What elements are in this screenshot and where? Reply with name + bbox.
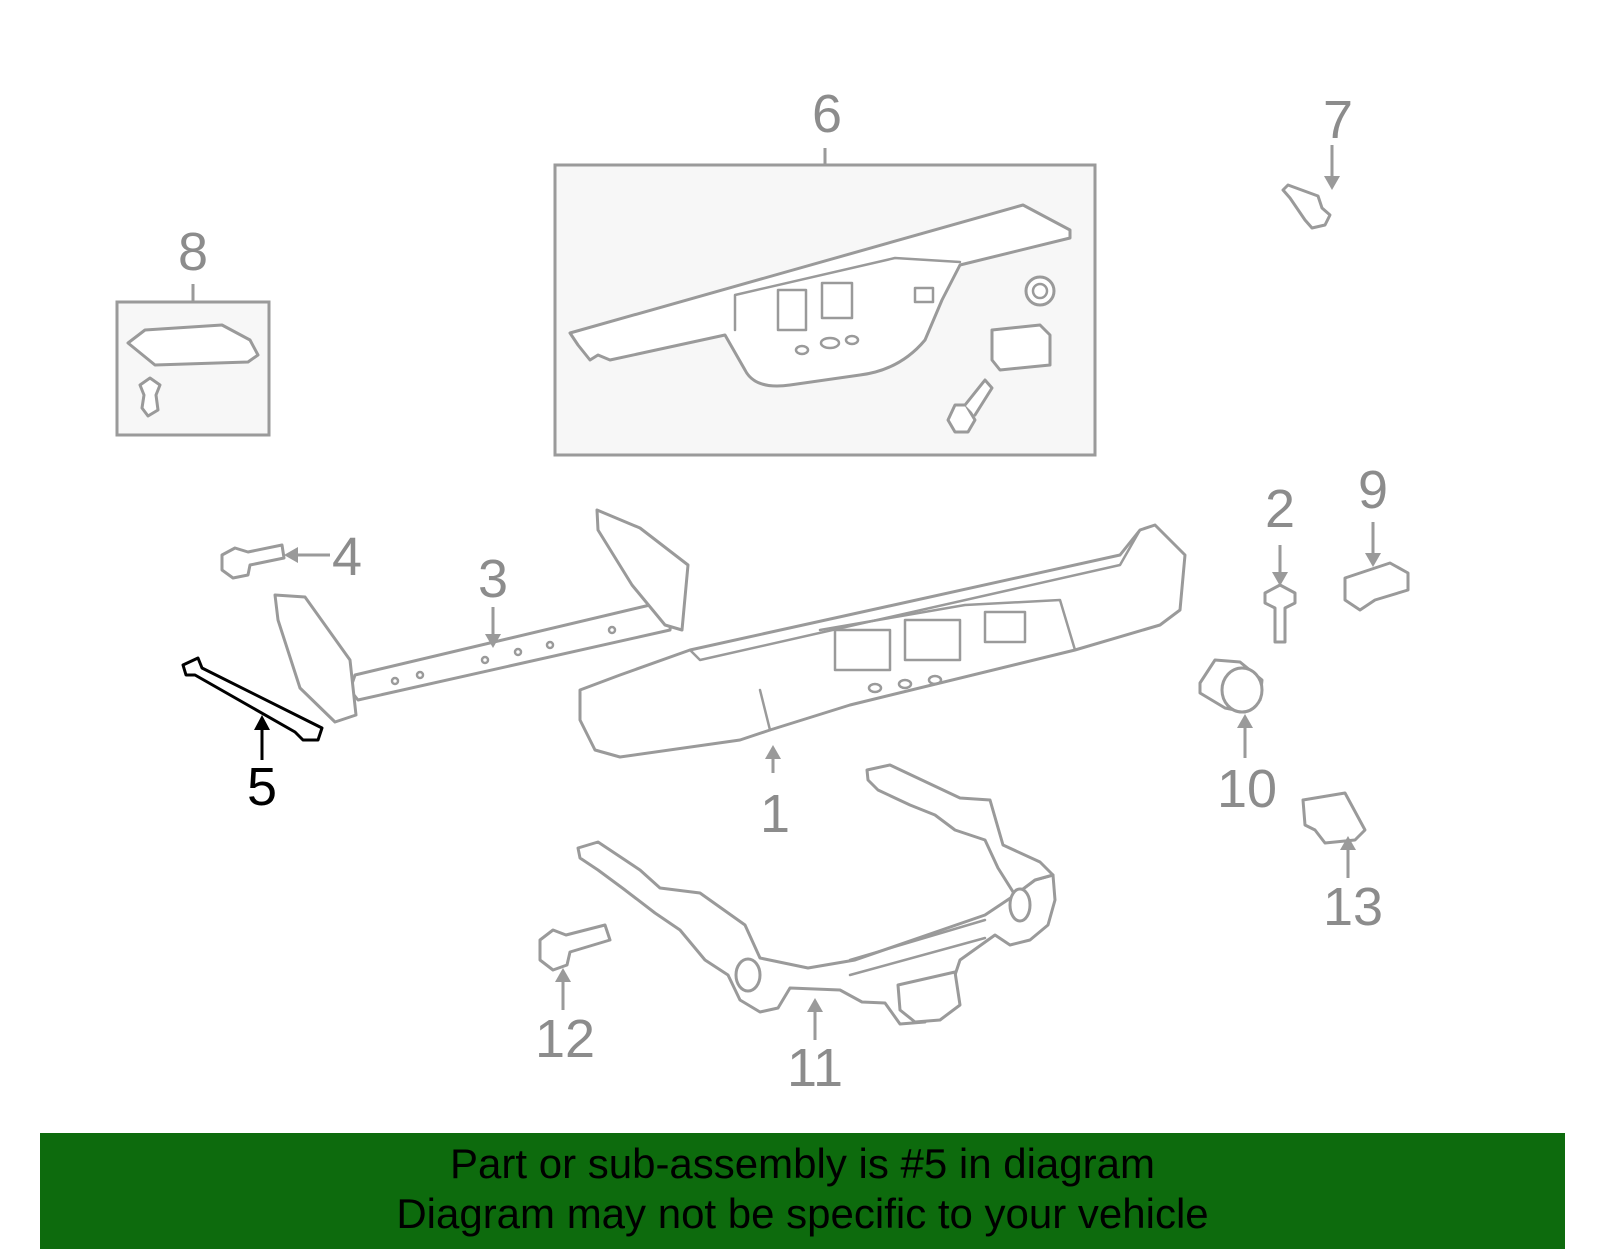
callout-9: 9	[1358, 460, 1388, 520]
part-3-reinforcement	[273, 508, 690, 724]
step-pad-8	[126, 323, 260, 367]
part-1-bumper	[578, 523, 1187, 759]
callout-13: 13	[1323, 877, 1383, 937]
bushing-10	[1198, 658, 1264, 714]
part-6-group	[553, 148, 1097, 457]
callout-5: 5	[247, 757, 277, 817]
callout-10: 10	[1217, 759, 1277, 819]
bolt-4	[220, 543, 286, 580]
clip-9	[1343, 561, 1410, 612]
brace-5	[181, 656, 324, 742]
banner-line-2: Diagram may not be specific to your vehi…	[396, 1190, 1209, 1237]
hitch-11	[576, 763, 1057, 1026]
banner-line-1: Part or sub-assembly is #5 in diagram	[450, 1140, 1155, 1187]
step-bumper-reinforcement-6	[568, 203, 1072, 388]
callout-2: 2	[1265, 479, 1295, 539]
bolt-12	[538, 923, 612, 972]
callout-7: 7	[1323, 90, 1353, 150]
bolt-2	[1263, 583, 1297, 644]
callout-3: 3	[478, 549, 508, 609]
callout-8: 8	[178, 222, 208, 282]
clip-13	[1301, 791, 1367, 845]
callout-6: 6	[812, 84, 842, 144]
callout-4: 4	[332, 527, 362, 587]
info-banner: Part or sub-assembly is #5 in diagram Di…	[40, 1133, 1565, 1249]
callout-12: 12	[535, 1009, 595, 1069]
part-8-box	[115, 300, 271, 437]
callout-1: 1	[760, 784, 790, 844]
part-8-group	[115, 284, 271, 437]
callout-11: 11	[787, 1038, 843, 1098]
bolt-7	[1281, 183, 1332, 230]
